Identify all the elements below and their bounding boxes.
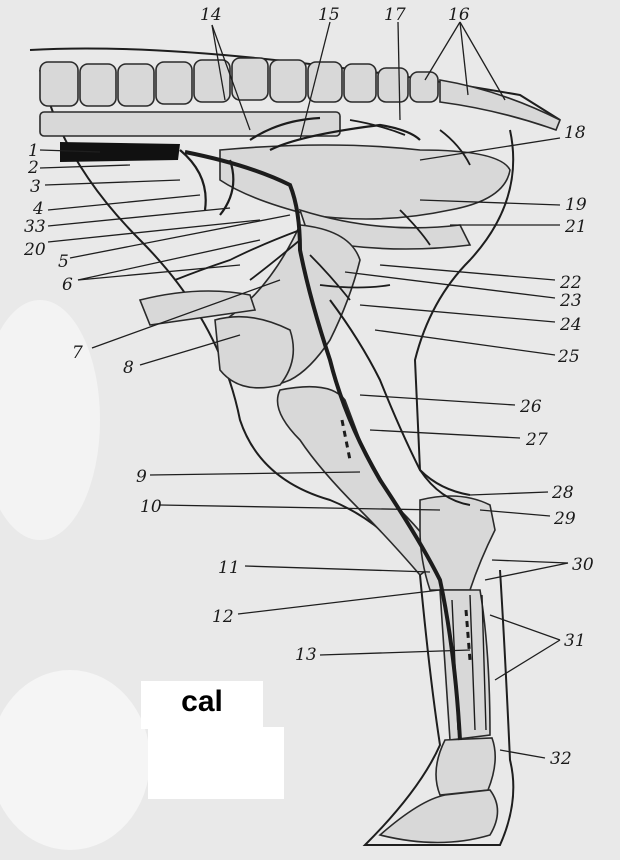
smudge-lower-left <box>0 670 150 850</box>
label-24: 24 <box>559 315 582 335</box>
thigh-muscle <box>215 317 293 388</box>
label-22: 22 <box>559 273 582 293</box>
label-21: 21 <box>564 217 587 237</box>
label-11: 11 <box>218 558 240 578</box>
label-27: 27 <box>525 430 548 450</box>
label-31: 31 <box>564 631 586 651</box>
cal-overlay-box: cal <box>141 681 263 729</box>
label-4: 4 <box>32 199 44 219</box>
pastern-bone <box>436 738 495 795</box>
label-2: 2 <box>27 158 39 178</box>
label-18: 18 <box>564 123 586 143</box>
label-30: 30 <box>572 555 594 575</box>
label-12: 12 <box>212 607 234 627</box>
label-7: 7 <box>72 343 83 363</box>
vertebral-column <box>40 58 560 136</box>
label-17: 17 <box>384 5 406 25</box>
label-5: 5 <box>58 252 69 272</box>
label-13: 13 <box>295 645 317 665</box>
label-26: 26 <box>519 397 542 417</box>
label-19: 19 <box>565 195 587 215</box>
white-overlay-box <box>148 727 284 799</box>
aorta <box>60 142 180 162</box>
label-14: 14 <box>200 5 222 25</box>
label-6: 6 <box>62 275 73 295</box>
label-25: 25 <box>557 347 580 367</box>
label-32: 32 <box>550 749 572 769</box>
label-33: 33 <box>24 217 46 237</box>
hoof <box>380 790 498 843</box>
tibia-bone <box>278 387 441 575</box>
label-8: 8 <box>123 358 134 378</box>
label-16: 16 <box>448 5 470 25</box>
label-28: 28 <box>551 483 574 503</box>
pelvis-bone <box>220 145 510 219</box>
cal-overlay-text: cal <box>181 685 223 719</box>
label-29: 29 <box>553 509 576 529</box>
label-15: 15 <box>318 5 340 25</box>
label-9: 9 <box>136 467 147 487</box>
smudge-left <box>0 300 100 540</box>
label-23: 23 <box>559 291 582 311</box>
label-20: 20 <box>23 240 46 260</box>
label-10: 10 <box>140 497 162 517</box>
label-3: 3 <box>30 177 41 197</box>
